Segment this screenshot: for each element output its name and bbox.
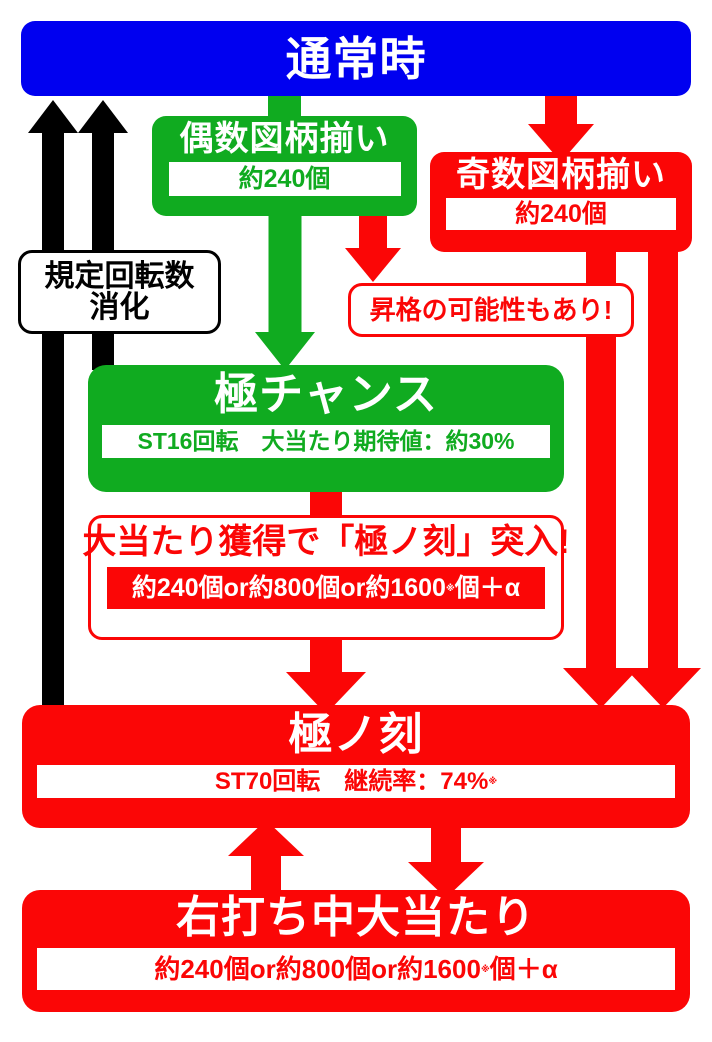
arrow-even-to-promotion bbox=[345, 212, 401, 284]
node-rightside-win-detail: 約240個or約800個or約1600※個＋α bbox=[37, 948, 675, 990]
callout-promotion-possible-text: 昇格の可能性もあり! bbox=[369, 295, 613, 325]
callout-required-rotations[interactable]: 規定回転数 消化 bbox=[18, 250, 221, 334]
node-kiwami-no-koku-detail-ref: ※ bbox=[488, 776, 498, 786]
node-rightside-win[interactable]: 右打ち中大当たり 約240個or約800個or約1600※個＋α bbox=[22, 890, 690, 1012]
callout-win-strip-ref: ※ bbox=[445, 582, 455, 593]
node-odd-pattern[interactable]: 奇数図柄揃い 約240個 bbox=[430, 152, 692, 252]
node-kiwami-chance-detail: ST16回転 大当たり期待値：約30% bbox=[102, 425, 550, 458]
callout-promotion-possible[interactable]: 昇格の可能性もあり! bbox=[348, 283, 634, 337]
node-even-pattern[interactable]: 偶数図柄揃い 約240個 bbox=[152, 116, 417, 216]
return-arrow-long bbox=[28, 100, 78, 720]
callout-win-enters-kiwami[interactable]: 大当たり獲得で「極ノ刻」突入! 約240個or約800個or約1600※個＋α bbox=[82, 515, 570, 640]
arrow-kiwami-no-koku-to-rightside-win bbox=[408, 820, 484, 898]
arrow-even-to-kiwami-chance bbox=[255, 210, 315, 370]
arrow-odd-to-kiwami-no-koku bbox=[625, 575, 701, 710]
node-kiwami-no-koku-title: 極ノ刻 bbox=[288, 710, 424, 759]
node-rightside-win-title: 右打ち中大当たり bbox=[176, 893, 536, 942]
node-normal-state-title: 通常時 bbox=[285, 32, 427, 85]
callout-win-strip-b: 個＋α bbox=[454, 573, 521, 602]
callout-required-rotations-line1: 規定回転数 bbox=[44, 259, 195, 293]
node-kiwami-no-koku-detail: ST70回転 継続率：74%※ bbox=[37, 765, 675, 798]
arrow-win-to-kiwami-no-koku bbox=[286, 636, 366, 714]
callout-required-rotations-line2: 消化 bbox=[89, 291, 150, 324]
node-even-pattern-detail: 約240個 bbox=[168, 162, 401, 196]
callout-win-enters-kiwami-strip: 約240個or約800個or約1600※個＋α bbox=[107, 567, 545, 609]
node-odd-pattern-title: 奇数図柄揃い bbox=[456, 156, 666, 194]
node-normal-state[interactable]: 通常時 bbox=[21, 21, 691, 96]
callout-win-enters-kiwami-headline: 大当たり獲得で「極ノ刻」突入! bbox=[82, 523, 570, 561]
node-kiwami-chance[interactable]: 極チャンス ST16回転 大当たり期待値：約30% bbox=[88, 365, 564, 492]
node-kiwami-no-koku-detail-text: ST70回転 継続率：74% bbox=[214, 767, 489, 795]
node-even-pattern-title: 偶数図柄揃い bbox=[179, 120, 390, 158]
node-rightside-win-detail-a: 約240個or約800個or約1600 bbox=[154, 954, 481, 984]
callout-win-strip-a: 約240個or約800個or約1600 bbox=[131, 573, 446, 602]
node-rightside-win-detail-ref: ※ bbox=[480, 963, 490, 974]
node-odd-pattern-detail: 約240個 bbox=[446, 198, 676, 230]
connector-odd-right-rail bbox=[648, 250, 678, 590]
node-rightside-win-detail-b: 個＋α bbox=[489, 954, 558, 984]
node-kiwami-chance-title: 極チャンス bbox=[214, 370, 438, 419]
node-kiwami-no-koku[interactable]: 極ノ刻 ST70回転 継続率：74%※ bbox=[22, 705, 690, 828]
arrow-rightside-win-to-kiwami-no-koku bbox=[228, 820, 304, 898]
